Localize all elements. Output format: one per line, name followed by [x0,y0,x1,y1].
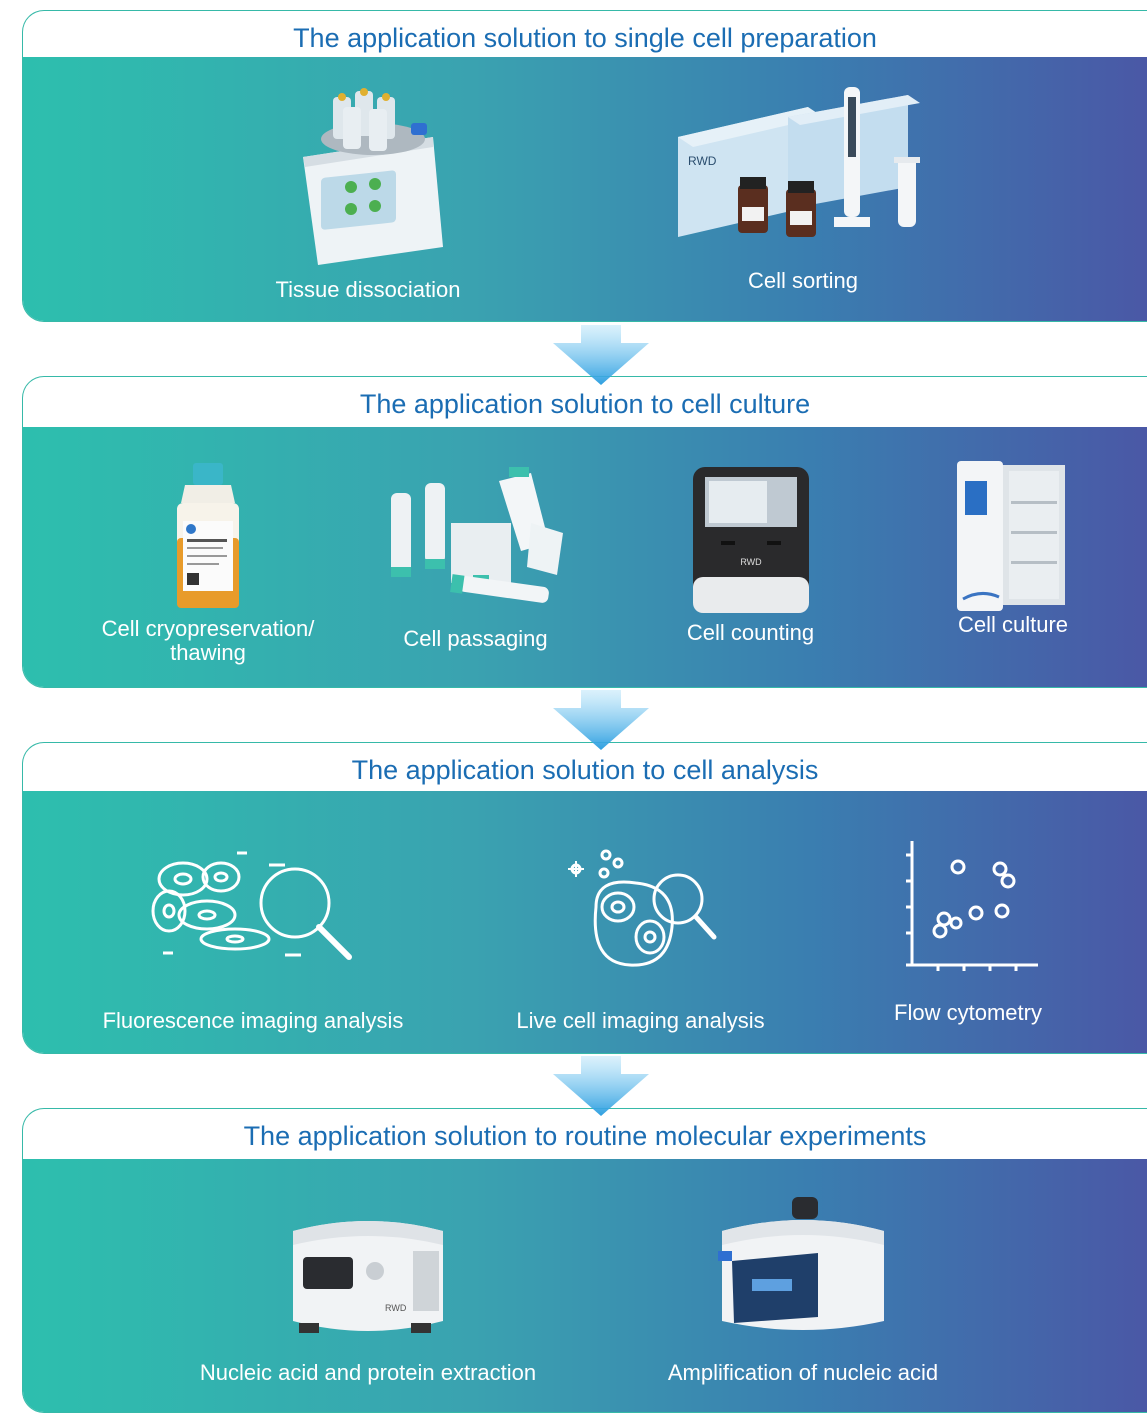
item-label: Cell counting [686,620,815,645]
flow-arrow-down-icon [553,325,649,385]
section-body: Fluorescence imaging analysis [23,791,1147,1053]
flow-arrow-down-icon [553,690,649,750]
culture-flasks-icon [390,467,563,603]
item-label: Live cell imaging analysis [516,1008,765,1033]
section-title: The application solution to routine mole… [243,1121,927,1151]
item-label: Cell sorting [747,268,859,293]
item-label: Nucleic acid and protein extraction [199,1360,537,1385]
item-flow-cytometry: Flow cytometry [863,841,1073,1025]
svg-text:RWD: RWD [688,154,717,168]
section-title: The application solution to cell culture [359,389,811,419]
tissue-dissociator-icon [303,88,443,265]
section-title: The application solution to single cell … [293,23,877,53]
item-label: Cell culture [957,612,1069,637]
section-cell-analysis: The application solution to cell analysi… [22,742,1147,1054]
item-cell-cryopreservation: Cell cryopreservation/ thawing [93,463,323,665]
item-label: Cell passaging [403,626,548,651]
section-cell-culture: The application solution to cell culture [22,376,1147,688]
item-cell-counting: RWD Cell counting [663,467,838,645]
section-body: Cell cryopreservation/ thawing C [23,427,1147,687]
item-cell-sorting: RWD Cell sorting [643,77,963,293]
item-label: Fluorescence imaging analysis [102,1008,404,1033]
incubator-icon [957,461,1065,611]
item-cell-culture: Cell culture [923,461,1103,637]
section-title: The application solution to cell analysi… [351,755,819,785]
section-card: The application solution to single cell … [22,10,1147,322]
section-card: The application solution to cell culture [22,376,1147,688]
item-tissue-dissociation: Tissue dissociation [253,87,483,302]
section-body: Tissue dissociation RWD [23,57,1147,321]
item-label: Cell cryopreservation/ thawing [101,616,315,665]
svg-text:RWD: RWD [740,557,762,567]
item-live-cell-imaging: Live cell imaging analysis [493,847,788,1033]
item-label: Amplification of nucleic acid [667,1360,939,1385]
cell-counter-icon: RWD [692,467,809,613]
scatter-plot-icon [906,841,1038,971]
item-cell-passaging: Cell passaging [363,463,588,651]
section-card: The application solution to routine mole… [22,1108,1147,1413]
section-molecular-experiments: The application solution to routine mole… [22,1108,1147,1413]
media-bottle-icon [177,463,239,608]
section-body: RWD Nucleic acid and protein extraction … [23,1159,1147,1412]
item-fluorescence-imaging: Fluorescence imaging analysis [93,845,413,1033]
item-nucleic-acid-extraction: RWD Nucleic acid and protein extraction [183,1211,553,1385]
cell-sorting-kit-icon: RWD [678,87,920,237]
pcr-thermocycler-icon [718,1197,884,1330]
section-card: The application solution to cell analysi… [22,742,1147,1054]
section-single-cell-preparation: The application solution to single cell … [22,10,1147,322]
fluorescence-cells-magnifier-icon [151,851,352,960]
svg-text:RWD: RWD [385,1303,407,1313]
centrifuge-icon: RWD [293,1221,443,1333]
live-cell-magnifier-icon [567,849,716,967]
item-label: Flow cytometry [894,1000,1042,1025]
item-nucleic-acid-amplification: Amplification of nucleic acid [653,1191,953,1385]
flow-arrow-down-icon [553,1056,649,1116]
item-label: Tissue dissociation [275,277,461,302]
